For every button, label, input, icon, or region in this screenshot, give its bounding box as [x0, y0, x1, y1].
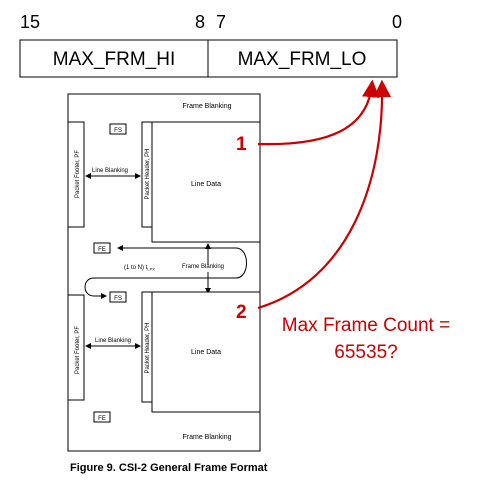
- top-frame-blanking-label: Frame Blanking: [182, 103, 231, 110]
- line-data-label-2: Line Data: [191, 349, 221, 356]
- packet-header-label-1: Packet Header, PH: [145, 148, 151, 199]
- line-blanking-label-1: Line Blanking: [92, 168, 128, 174]
- bottom-frame-blanking-label: Frame Blanking: [182, 434, 231, 441]
- packet-header-label-2: Packet Header, PH: [145, 322, 151, 373]
- marker-1: 1: [236, 134, 247, 155]
- arrow-frame-1-to-register: [257, 79, 380, 146]
- figure-caption: Figure 9. CSI-2 General Frame Format: [70, 462, 268, 474]
- line-data-box-2: [151, 291, 261, 413]
- frame-blanking-loop: [84, 247, 247, 299]
- max-frame-count-note-line2: 65535?: [334, 342, 397, 363]
- fe-label-1: FE: [98, 247, 106, 253]
- max-frm-lo-field: MAX_FRM_LO: [238, 49, 367, 70]
- packet-footer-label-2: Packet Footer, PF: [75, 326, 81, 374]
- marker-2: 2: [236, 302, 247, 323]
- fe-box-2: [93, 411, 111, 423]
- fe-box-1: [93, 242, 111, 254]
- register-bit-labels: 15 8 7 0: [20, 12, 402, 32]
- fs-label-2: FS: [114, 296, 122, 302]
- packet-footer-bar-2: [67, 294, 85, 401]
- inter-frame-count-label: (1 to N) tLPX: [124, 265, 155, 272]
- bit-0-label: 0: [392, 12, 402, 32]
- bit-8-label: 8: [195, 12, 205, 32]
- line-blanking-label-2: Line Blanking: [95, 338, 131, 344]
- max-frame-count-note-line1: Max Frame Count =: [282, 315, 450, 336]
- line-data-label-1: Line Data: [191, 181, 221, 188]
- fs-box-1: [109, 123, 127, 135]
- fe-label-2: FE: [98, 416, 106, 422]
- fs-label-1: FS: [114, 128, 122, 134]
- frame-outline: [67, 93, 261, 452]
- mid-frame-blanking-label: Frame Blanking: [182, 264, 224, 270]
- bit-15-label: 15: [20, 12, 40, 32]
- fs-box-2: [109, 291, 127, 303]
- packet-footer-label-1: Packet Footer, PF: [75, 150, 81, 198]
- line-data-box-1: [151, 121, 261, 243]
- packet-footer-bar-1: [67, 121, 85, 228]
- max-frm-hi-field: MAX_FRM_HI: [53, 49, 175, 70]
- bit-7-label: 7: [216, 12, 226, 32]
- arrow-frame-2-to-register: [257, 79, 392, 310]
